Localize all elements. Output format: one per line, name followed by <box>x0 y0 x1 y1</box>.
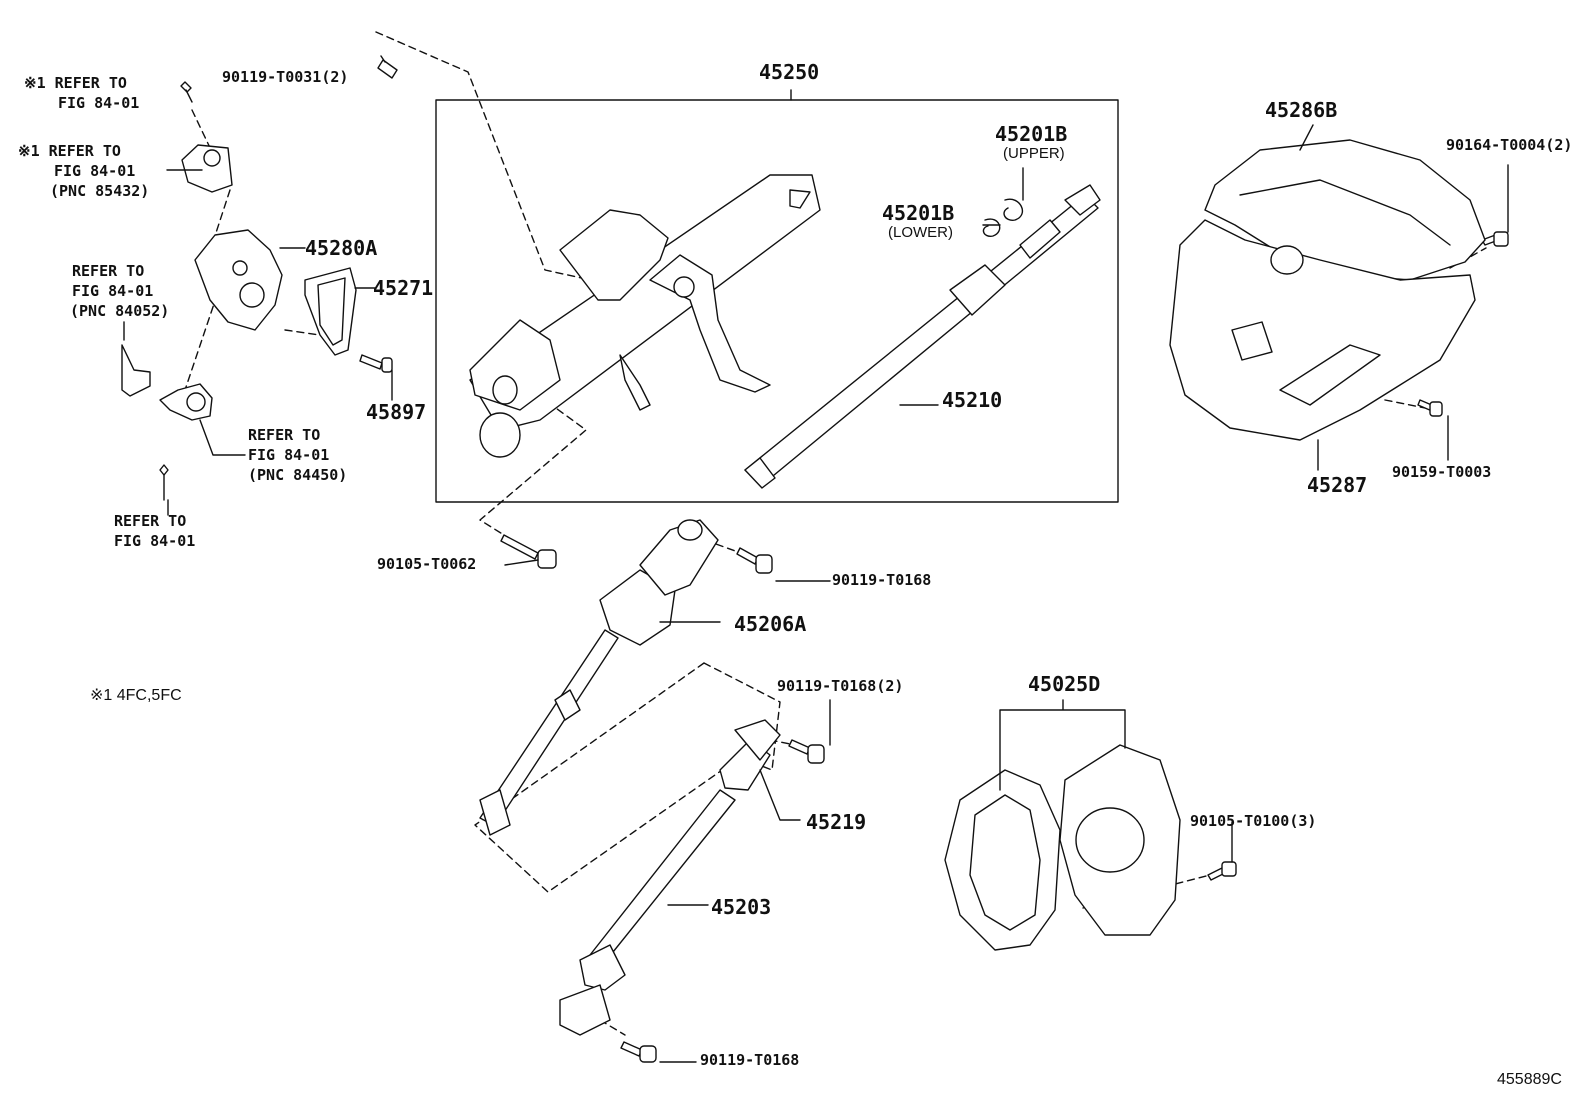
callout-90164-t0004: 90164-T0004(2) <box>1446 136 1573 154</box>
bolt-icon <box>159 55 1509 1063</box>
callout-90119-t0168: 90119-T0168 <box>832 571 932 589</box>
steering-column-tube <box>469 174 821 458</box>
callout-90105-t0062: 90105-T0062 <box>377 555 477 573</box>
refer-note-fig84: FIG 84-01 <box>58 94 140 112</box>
callout-90119-t0168-2: 90119-T0168(2) <box>777 677 904 695</box>
callout-90159-t0003: 90159-T0003 <box>1392 463 1492 481</box>
part-label-45219: 45219 <box>806 810 867 834</box>
part-label-45250: 45250 <box>759 60 820 84</box>
refer-note-fig84: ※1 REFER TO <box>24 74 127 92</box>
callout-90119-t0168-lower: 90119-T0168 <box>700 1051 800 1069</box>
refer-note-pnc85432: FIG 84-01 <box>54 162 136 180</box>
refer-note-pnc84450: (PNC 84450) <box>248 466 348 484</box>
main-shaft <box>744 184 1101 489</box>
refer-note-pnc84052: FIG 84-01 <box>72 282 154 300</box>
part-label-45203: 45203 <box>711 895 772 919</box>
refer-note-pnc85432: (PNC 85432) <box>50 182 150 200</box>
part-label-45025d: 45025D <box>1028 672 1101 696</box>
part-label-45210: 45210 <box>942 388 1003 412</box>
part-label-45286b: 45286B <box>1265 98 1338 122</box>
refer-note-pnc84052: (PNC 84052) <box>70 302 170 320</box>
refer-note-pnc84052: REFER TO <box>72 262 145 280</box>
refer-note-fig84-lower: FIG 84-01 <box>114 532 196 550</box>
switch-sensor-parts <box>121 144 357 421</box>
upper-note: (UPPER) <box>1003 145 1065 162</box>
part-label-45287: 45287 <box>1307 473 1368 497</box>
refer-note-fig84-lower: REFER TO <box>114 512 187 530</box>
figure-id: 455889C <box>1497 1071 1562 1088</box>
lower-shaft <box>559 719 781 1036</box>
part-label-45897: 45897 <box>366 400 427 424</box>
callout-90105-t0100: 90105-T0100(3) <box>1190 812 1317 830</box>
column-hole-seals <box>944 744 1181 951</box>
column-covers <box>1169 139 1486 441</box>
part-label-45206a: 45206A <box>734 612 807 636</box>
column-assembly-frame <box>435 99 1119 503</box>
callout-90119-t0031: 90119-T0031(2) <box>222 68 349 86</box>
part-label-45271: 45271 <box>373 276 434 300</box>
footnote: ※1 4FC,5FC <box>90 687 182 704</box>
refer-note-pnc85432: ※1 REFER TO <box>18 142 121 160</box>
refer-note-pnc84450: FIG 84-01 <box>248 446 330 464</box>
leader-lines <box>123 89 1509 1063</box>
part-label-45201b-lower: 45201B <box>882 201 955 225</box>
intermediate-shaft <box>479 519 719 836</box>
snap-rings <box>982 198 1024 237</box>
part-label-45201b-upper: 45201B <box>995 122 1068 146</box>
refer-note-pnc84450: REFER TO <box>248 426 321 444</box>
lower-note: (LOWER) <box>888 224 953 241</box>
part-label-45280a: 45280A <box>305 236 378 260</box>
